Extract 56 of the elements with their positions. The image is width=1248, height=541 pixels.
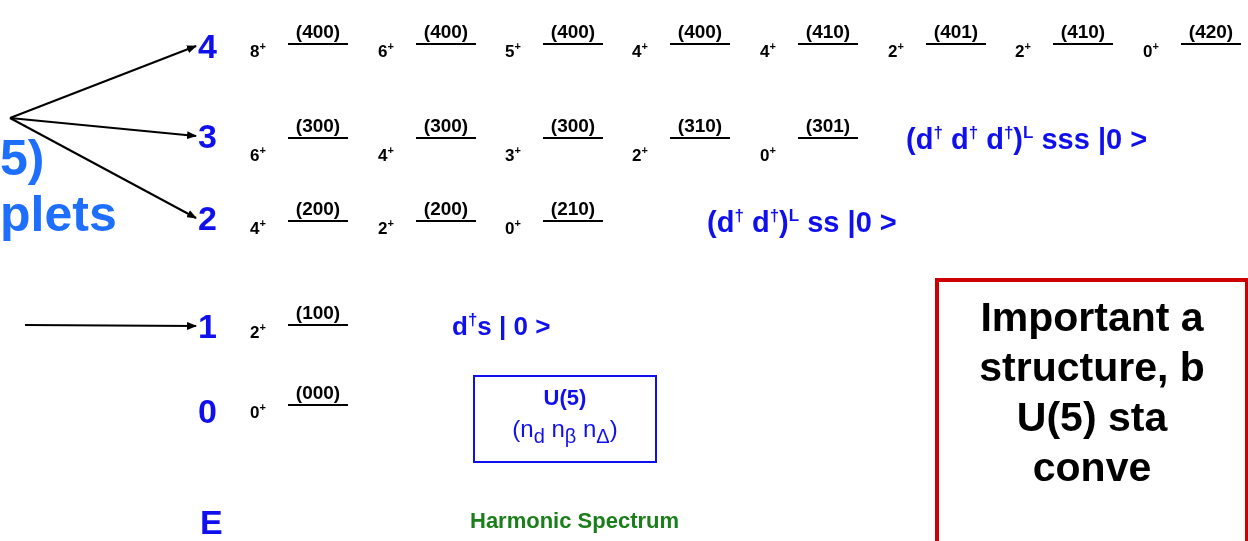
box-heading: U(5) <box>542 385 588 411</box>
level-configuration: (300) <box>543 115 603 139</box>
spectrum-caption: Harmonic Spectrum <box>470 508 680 534</box>
spin-parity: 3$^{+}$ <box>505 143 521 165</box>
spin-parity: 5$^{+}$ <box>505 39 521 61</box>
spin-parity: 2$^{+}$ <box>250 320 266 342</box>
level-configuration: (301) <box>798 115 858 139</box>
level-configuration: (310) <box>670 115 730 139</box>
spin-parity: 6$^{+}$ <box>250 143 266 165</box>
level-configuration: (000) <box>288 382 348 406</box>
spin-parity: 0$^{+}$ <box>505 216 521 238</box>
energy-level-number: 3 <box>198 118 217 154</box>
spin-parity: 8$^{+}$ <box>250 39 266 61</box>
quantum-numbers: (n$_{d}$ n$_{β}$ n$_{Δ}$) <box>511 415 619 448</box>
state-formula: (d$^{†}$ d$^{†}$)$^{L}$ ss |0 > <box>707 204 897 238</box>
spin-parity: 2$^{+}$ <box>378 216 394 238</box>
level-configuration: (400) <box>543 21 603 45</box>
spin-parity: 0$^{+}$ <box>250 400 266 422</box>
spin-parity: 4$^{+}$ <box>760 39 776 61</box>
level-configuration: (300) <box>288 115 348 139</box>
arrow <box>24 321 197 330</box>
arrow <box>9 45 197 119</box>
level-configuration: (200) <box>288 198 348 222</box>
energy-level-number: 0 <box>198 393 217 429</box>
arrow <box>9 117 197 219</box>
spin-parity: 0$^{+}$ <box>760 143 776 165</box>
level-configuration: (420) <box>1181 21 1241 45</box>
arrow <box>9 117 197 140</box>
level-configuration: (401) <box>926 21 986 45</box>
note-text: Important a structure, b U(5) sta conve <box>978 293 1206 492</box>
spin-parity: 0$^{+}$ <box>1143 39 1159 61</box>
energy-level-number: 2 <box>198 200 217 236</box>
spin-parity: 2$^{+}$ <box>888 39 904 61</box>
spin-parity: 2$^{+}$ <box>1015 39 1031 61</box>
level-configuration: (410) <box>1053 21 1113 45</box>
state-formula: d$^{†}$s | 0 > <box>452 309 551 342</box>
spin-parity: 4$^{+}$ <box>378 143 394 165</box>
multiplet-title: 5) plets <box>0 130 118 242</box>
symmetry-box <box>473 375 657 463</box>
energy-level-number: 1 <box>198 308 217 344</box>
note-box <box>935 278 1248 541</box>
level-configuration: (210) <box>543 198 603 222</box>
level-configuration: (200) <box>416 198 476 222</box>
level-configuration: (400) <box>288 21 348 45</box>
level-configuration: (400) <box>416 21 476 45</box>
level-configuration: (100) <box>288 302 348 326</box>
spin-parity: 4$^{+}$ <box>632 39 648 61</box>
spin-parity: 6$^{+}$ <box>378 39 394 61</box>
level-configuration: (410) <box>798 21 858 45</box>
energy-level-number: 4 <box>198 28 217 64</box>
state-formula: (d$^{†}$ d$^{†}$ d$^{†}$)$^{L}$ sss |0 > <box>906 121 1148 155</box>
level-configuration: (300) <box>416 115 476 139</box>
level-configuration: (400) <box>670 21 730 45</box>
spin-parity: 4$^{+}$ <box>250 216 266 238</box>
spin-parity: 2$^{+}$ <box>632 143 648 165</box>
energy-axis-label: E <box>200 504 223 540</box>
